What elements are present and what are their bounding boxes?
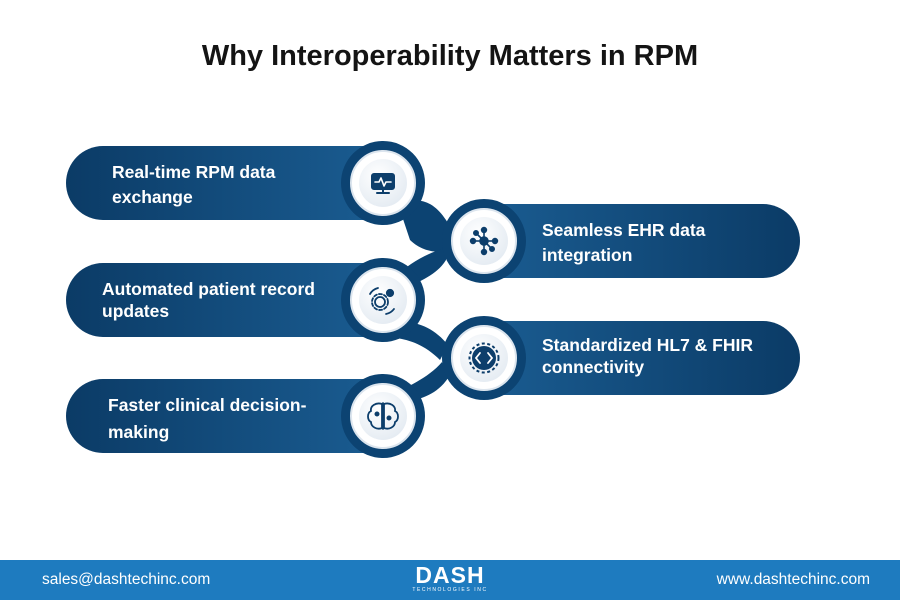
item-3-text: Automated patient record updates [102, 278, 315, 322]
footer: sales@dashtechinc.com www.dashtechinc.co… [0, 560, 900, 600]
network-hub-icon [469, 226, 499, 256]
item-5-text: Faster clinical decision- making [108, 392, 306, 446]
monitor-pulse-icon [371, 173, 395, 194]
item-2-line1: Seamless EHR data [542, 220, 706, 240]
chip-code-icon [468, 342, 500, 374]
footer-email-link[interactable]: sales@dashtechinc.com [42, 571, 211, 588]
logo-wordmark: DASH [415, 562, 485, 588]
item-2-line2: integration [542, 245, 633, 265]
pill-5 [66, 379, 380, 453]
item-1-text: Real-time RPM data exchange [112, 160, 275, 210]
pill-2 [485, 204, 800, 278]
item-4-line1: Standardized HL7 & FHIR [542, 335, 753, 355]
item-2-text: Seamless EHR data integration [542, 218, 705, 268]
brain-circuit-icon [367, 402, 399, 430]
item-1-line2: exchange [112, 187, 193, 207]
item-4-text: Standardized HL7 & FHIR connectivity [542, 334, 753, 378]
circle-3 [341, 258, 425, 342]
pill-3 [66, 263, 380, 337]
pill-4 [485, 321, 800, 395]
item-3-line2: updates [102, 301, 170, 321]
diagram [66, 141, 800, 458]
item-4-line2: connectivity [542, 357, 645, 377]
page-title: Why Interoperability Matters in RPM [201, 40, 699, 72]
logo-tagline: TECHNOLOGIES INC [412, 587, 488, 593]
pill-1 [66, 146, 380, 220]
item-3-line1: Automated patient record [102, 279, 315, 299]
item-5-line2: making [108, 422, 170, 442]
gear-refresh-icon [369, 287, 395, 315]
item-5-line1: Faster clinical decision- [108, 395, 307, 415]
footer-website-link[interactable]: www.dashtechinc.com [716, 571, 870, 588]
dash-logo: DASH TECHNOLOGIES INC [403, 563, 497, 597]
item-1-line1: Real-time RPM data [112, 162, 276, 182]
